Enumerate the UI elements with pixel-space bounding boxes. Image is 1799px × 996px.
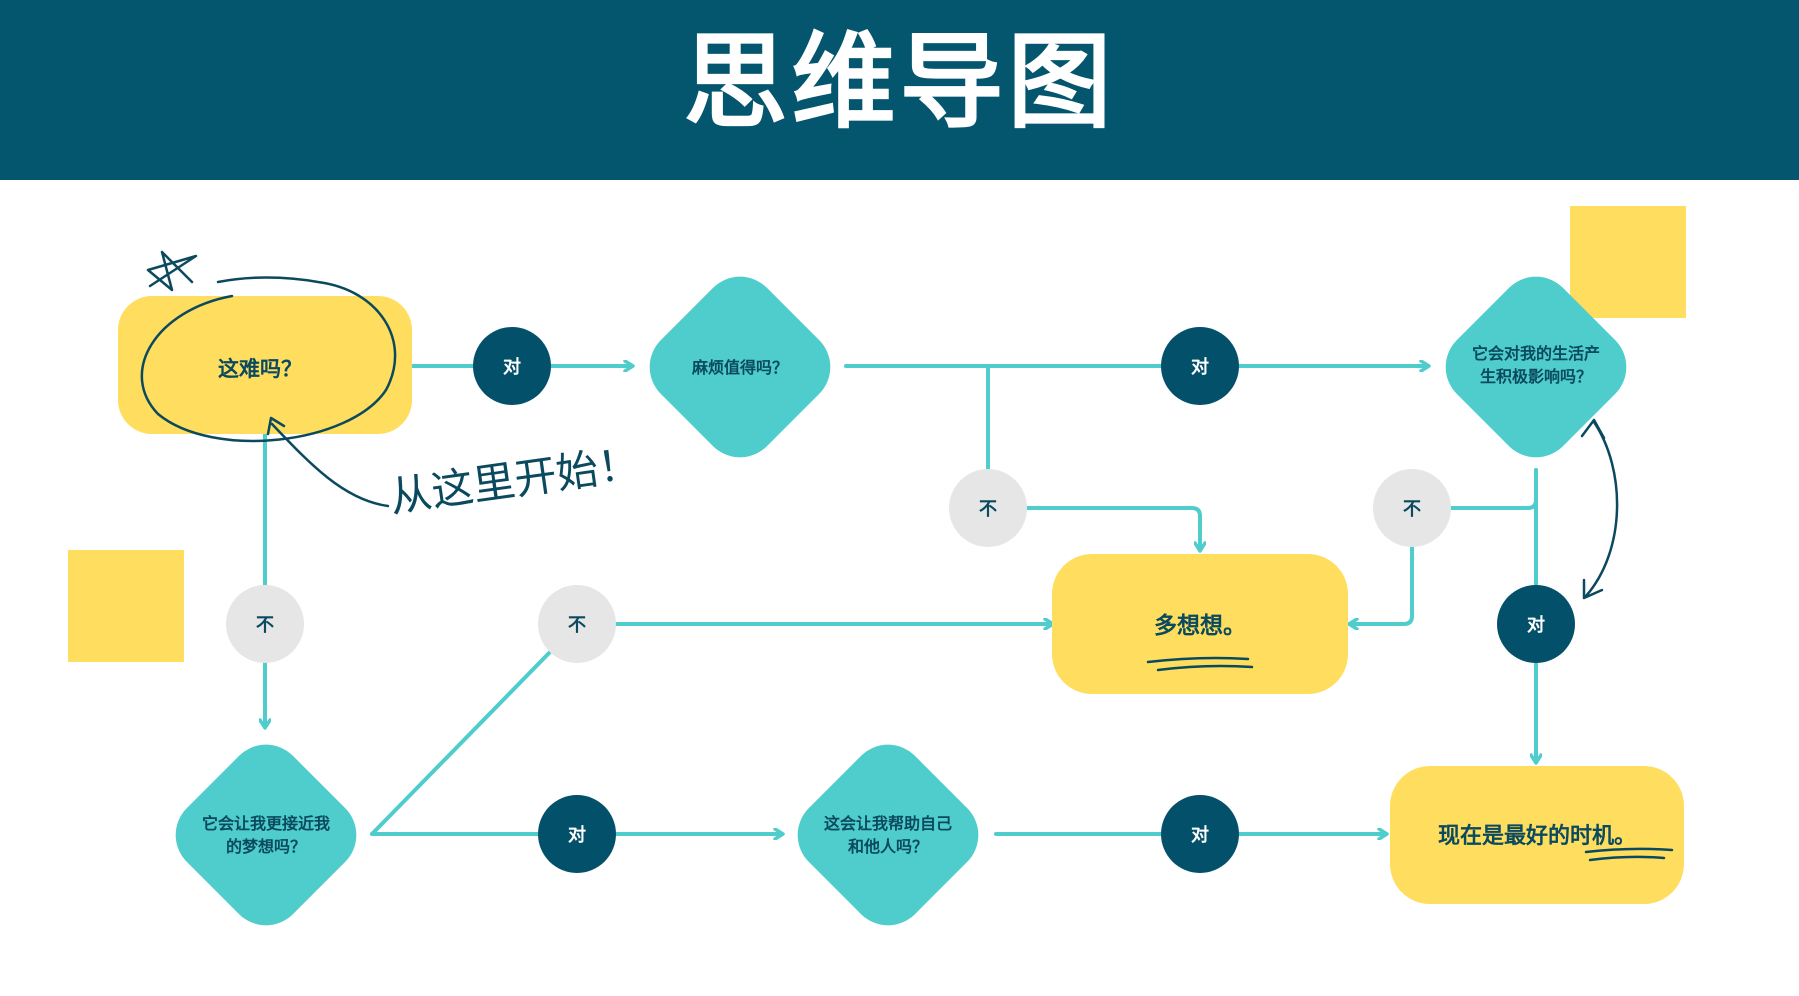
hand-arrow-head-icon [1580, 418, 1606, 440]
underline-scribble [1146, 656, 1254, 672]
node-dream-label-2: 的梦想吗？ [226, 837, 306, 856]
star-doodle-icon [146, 250, 198, 292]
line-productive-no-to-think [1350, 544, 1414, 624]
node-think-label: 多想想。 [1154, 612, 1246, 639]
no-badge [1373, 469, 1451, 547]
node-dream-label-1: 它会让我更接近我 [202, 814, 330, 833]
sticky-note-top-right [1570, 206, 1686, 318]
hand-arrow-head-icon [266, 416, 286, 436]
no-badge-label: 不 [979, 499, 997, 520]
yes-badge-label: 对 [1191, 356, 1209, 378]
line-worth-no-to-think [1023, 506, 1200, 550]
page-title: 思维导图 [683, 21, 1116, 143]
node-help-diamond [797, 744, 979, 926]
no-badge-label: 不 [568, 615, 586, 636]
yes-badge [473, 327, 551, 405]
line-dream-to-no [370, 648, 554, 836]
no-badge [949, 469, 1027, 547]
no-badge-label: 不 [256, 615, 274, 636]
node-dream-diamond [175, 744, 357, 926]
underline-scribble [1584, 847, 1674, 862]
no-badge [226, 585, 304, 663]
yes-badge [1161, 795, 1239, 873]
line-productive-no [1446, 468, 1538, 510]
no-badge [538, 585, 616, 663]
node-help-label-2: 和他人吗？ [848, 837, 928, 856]
yes-badge-label: 对 [1191, 824, 1209, 846]
sticky-note-left [68, 550, 184, 662]
node-best-box [1390, 766, 1684, 904]
node-worth-label: 麻烦值得吗？ [691, 358, 788, 377]
header-bar [0, 0, 1799, 180]
hand-arrow-to-start [270, 422, 390, 508]
hand-curved-arrow [1584, 420, 1619, 598]
yes-badge-label: 对 [503, 356, 521, 378]
node-start-label: 这难吗？ [218, 357, 302, 381]
yes-badge [538, 795, 616, 873]
yes-badge [1161, 327, 1239, 405]
yes-badge-label: 对 [1527, 614, 1545, 636]
yes-badge [1497, 585, 1575, 663]
node-think-box [1052, 554, 1348, 694]
hand-arrow-head-icon [1582, 578, 1604, 600]
node-best-label: 现在是最好的时机。 [1438, 823, 1636, 849]
node-productive-diamond [1445, 276, 1627, 458]
start-here-annotation: 从这里开始！ [387, 438, 643, 522]
no-badge-label: 不 [1403, 499, 1421, 520]
circle-doodle [140, 276, 397, 443]
node-help-label-1: 这会让我帮助自己 [824, 814, 952, 833]
node-start-box [118, 296, 412, 434]
node-productive-label-2: 生积极影响吗？ [1480, 367, 1592, 386]
node-worth-diamond [649, 276, 831, 458]
node-productive-label-1: 它会对我的生活产 [1472, 344, 1600, 363]
yes-badge-label: 对 [568, 824, 586, 846]
